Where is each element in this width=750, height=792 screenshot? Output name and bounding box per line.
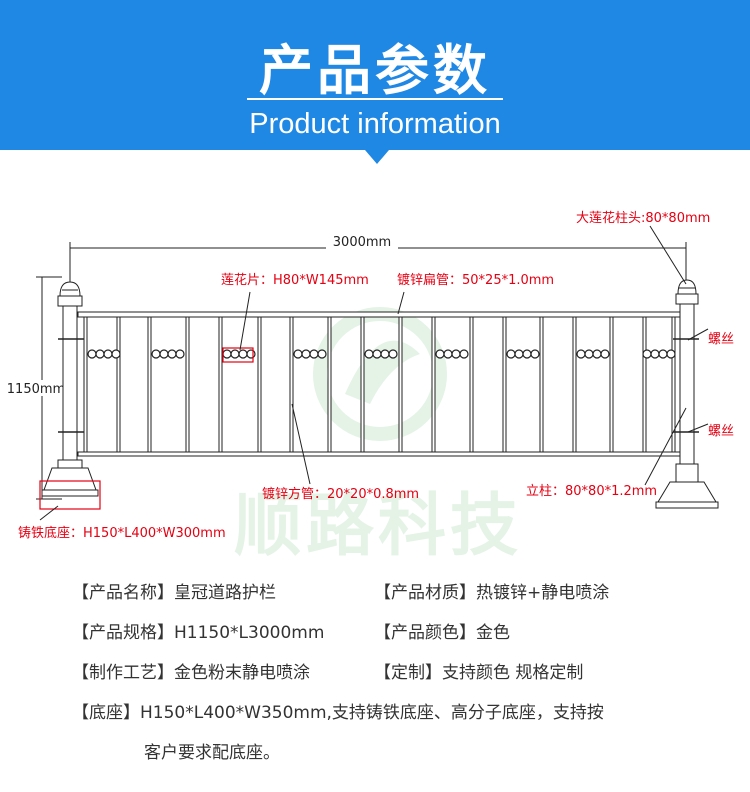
- callout-lines: [39, 225, 709, 521]
- post-label: 立柱：80*80*1.2mm: [526, 484, 657, 499]
- left-post: [41, 281, 99, 497]
- page-subtitle: Product information: [249, 108, 501, 140]
- spec-base-line2: 客户要求配底座。: [144, 743, 280, 763]
- spec-row: 【制作工艺】金色粉末静电喷涂 【定制】支持颜色 规格定制: [72, 658, 712, 698]
- spec-row: 【产品规格】H1150*L3000mm 【产品颜色】金色: [72, 618, 712, 658]
- spec-base-line1: 【底座】H150*L400*W350mm,支持铸铁底座、高分子底座，支持按: [72, 703, 604, 723]
- page-title: 产品参数: [259, 39, 491, 102]
- lotus-label: 莲花片：H80*W145mm: [221, 272, 369, 288]
- spec-list: 【产品名称】皇冠道路护栏 【产品材质】热镀锌+静电喷涂 【产品规格】H1150*…: [72, 578, 712, 778]
- lotus-pieces: [87, 349, 676, 359]
- spec-process: 【制作工艺】金色粉末静电喷涂: [72, 663, 310, 683]
- bottom-rail: [77, 451, 683, 457]
- square-tube-label: 镀锌方管：20*20*0.8mm: [262, 486, 419, 502]
- railing-diagram: 顺路科技 3000mm 1150mm: [2, 210, 734, 566]
- spec-row: 【底座】H150*L400*W350mm,支持铸铁底座、高分子底座，支持按: [72, 698, 712, 738]
- spec-product-name: 【产品名称】皇冠道路护栏: [72, 583, 276, 603]
- right-post: [655, 279, 719, 509]
- height-label: 1150mm: [7, 382, 65, 397]
- watermark-text: 顺路科技: [234, 487, 522, 566]
- spec-row: 【产品名称】皇冠道路护栏 【产品材质】热镀锌+静电喷涂: [72, 578, 712, 618]
- banner-pointer: [365, 150, 389, 164]
- base-highlight-box: [39, 480, 101, 510]
- spec-custom: 【定制】支持颜色 规格定制: [374, 663, 584, 683]
- spec-size: 【产品规格】H1150*L3000mm: [72, 623, 325, 643]
- header-banner: 产品参数 Product information: [0, 0, 750, 150]
- spec-color: 【产品颜色】金色: [374, 623, 510, 643]
- flat-tube-label: 镀锌扁管：50*25*1.0mm: [397, 272, 554, 288]
- spec-material: 【产品材质】热镀锌+静电喷涂: [374, 583, 610, 603]
- screw-label-top: 螺丝: [708, 332, 734, 347]
- vertical-square-tubes: [83, 316, 676, 453]
- lotus-highlight-box: [222, 347, 254, 363]
- top-flat-tube: [77, 311, 683, 318]
- base-label: 铸铁底座：H150*L400*W300mm: [18, 525, 226, 541]
- screw-label-bottom: 螺丝: [708, 424, 734, 439]
- width-label: 3000mm: [333, 235, 391, 250]
- spec-row: 客户要求配底座。: [72, 738, 712, 778]
- clamps: [58, 338, 699, 433]
- title-divider: [247, 98, 503, 100]
- post-head-label: 大莲花柱头:80*80mm: [576, 210, 710, 226]
